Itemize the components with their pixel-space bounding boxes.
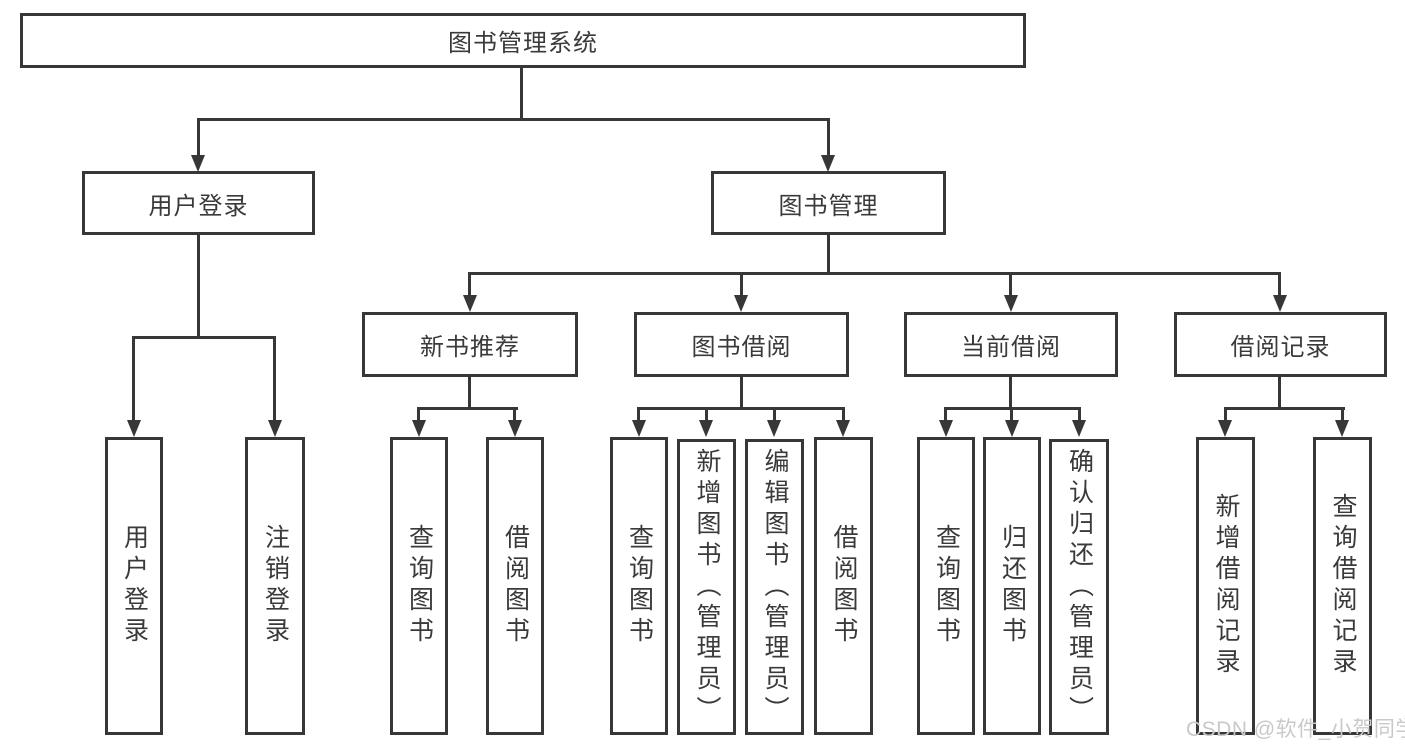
connector-drop: [513, 409, 516, 423]
connector-root-bar: [197, 118, 830, 121]
connector-drop: [1278, 274, 1281, 298]
arrow-down-icon: [1005, 420, 1019, 437]
leaf-user-login: 用户登录: [105, 437, 163, 735]
connector-drop: [827, 120, 830, 157]
connector-cb-stem: [1009, 377, 1012, 410]
arrow-down-icon: [699, 420, 713, 437]
leaf-br-query-borrow-record: 查询借阅记录: [1313, 437, 1372, 735]
connector-drop: [740, 274, 743, 298]
leaf-logout-login: 注销登录: [245, 437, 305, 735]
leaf-cb-return-books: 归还图书: [983, 437, 1041, 735]
arrow-down-icon: [127, 420, 141, 437]
leaf-bb-query-books: 查询图书: [610, 437, 668, 735]
leaf-cb-confirm-return-admin: 确认归还（管理员）: [1049, 439, 1109, 735]
connector-bb-stem: [740, 377, 743, 410]
leaf-bb-borrow-books: 借阅图书: [814, 437, 873, 735]
connector-bb-bar: [637, 407, 845, 410]
arrow-down-icon: [463, 295, 477, 312]
leaf-nbr-query-books: 查询图书: [390, 437, 448, 735]
node-borrowing-records: 借阅记录: [1174, 312, 1387, 377]
arrow-down-icon: [1004, 295, 1018, 312]
arrow-down-icon: [821, 155, 835, 172]
connector-br-bar: [1224, 407, 1345, 410]
connector-nbr-stem: [468, 377, 471, 410]
connector-userlogin-bar: [132, 336, 276, 339]
connector-drop: [1010, 409, 1013, 423]
watermark: CSDN @软件_小贺同学: [1186, 718, 1405, 741]
connector-drop: [468, 274, 471, 298]
arrow-down-icon: [508, 420, 522, 437]
node-current-borrowing: 当前借阅: [904, 312, 1118, 377]
connector-drop: [1224, 409, 1227, 423]
connector-br-stem: [1278, 377, 1281, 410]
arrow-down-icon: [734, 295, 748, 312]
connector-drop: [842, 409, 845, 423]
arrow-down-icon: [1335, 420, 1349, 437]
leaf-bb-add-books-admin: 新增图书（管理员）: [677, 439, 736, 735]
arrow-down-icon: [1273, 295, 1287, 312]
connector-bookmgmt-stem: [827, 235, 830, 274]
connector-nbr-bar: [417, 407, 518, 410]
connector-drop: [773, 409, 776, 423]
arrow-down-icon: [836, 420, 850, 437]
node-book-management: 图书管理: [711, 171, 946, 235]
node-library-system: 图书管理系统: [20, 13, 1026, 68]
node-user-login: 用户登录: [82, 171, 315, 235]
leaf-bb-edit-books-admin: 编辑图书（管理员）: [745, 439, 804, 735]
arrow-down-icon: [767, 420, 781, 437]
connector-drop: [637, 409, 640, 423]
node-book-borrowing: 图书借阅: [634, 312, 849, 377]
connector-drop: [1078, 409, 1081, 423]
connector-drop: [705, 409, 708, 423]
connector-drop: [944, 409, 947, 423]
connector-drop: [273, 338, 276, 422]
connector-userlogin-stem: [197, 235, 200, 336]
connector-drop: [1341, 409, 1344, 423]
arrow-down-icon: [1218, 420, 1232, 437]
connector-drop: [417, 409, 420, 423]
leaf-cb-query-books: 查询图书: [917, 437, 975, 735]
leaf-nbr-borrow-books: 借阅图书: [486, 437, 544, 735]
connector-drop: [1009, 274, 1012, 298]
arrow-down-icon: [412, 420, 426, 437]
connector-drop: [132, 338, 135, 422]
connector-bookmgmt-bar: [468, 272, 1281, 275]
arrow-down-icon: [191, 155, 205, 172]
arrow-down-icon: [268, 420, 282, 437]
arrow-down-icon: [939, 420, 953, 437]
arrow-down-icon: [632, 420, 646, 437]
connector-drop: [197, 120, 200, 157]
arrow-down-icon: [1072, 420, 1086, 437]
connector-root-stem: [520, 65, 523, 119]
node-new-book-recommendation: 新书推荐: [362, 312, 578, 377]
leaf-br-add-borrow-record: 新增借阅记录: [1196, 437, 1255, 735]
connector-cb-bar: [944, 407, 1081, 410]
